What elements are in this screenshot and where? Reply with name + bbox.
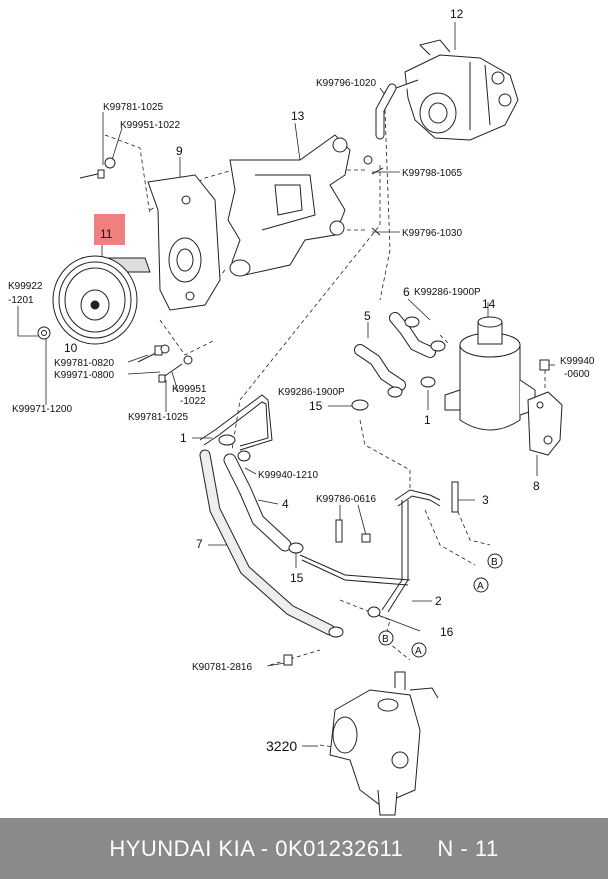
steel-pipes <box>199 394 441 613</box>
steering-gearbox <box>329 671 439 816</box>
label-k99971-1200: K99971-1200 <box>12 404 72 415</box>
label-7: 7 <box>196 537 203 551</box>
label-12: 12 <box>450 7 464 21</box>
label-9: 9 <box>176 144 183 158</box>
label-3: 3 <box>482 493 489 507</box>
label-k99798-1065: K99798-1065 <box>402 168 462 179</box>
ref-b-bottom: B <box>382 634 389 645</box>
label-k99940-1210: K99940-1210 <box>258 470 318 481</box>
label-15-top: 15 <box>309 399 323 413</box>
label-1-left: 1 <box>180 431 187 445</box>
hose-7 <box>199 449 336 636</box>
label-k99971-0800: K99971-0800 <box>54 370 114 381</box>
label-k99940: K99940 <box>560 356 595 367</box>
label-6: 6 <box>403 285 410 299</box>
label-11: 11 <box>100 227 113 241</box>
label-k99951-1022-top: K99951-1022 <box>120 120 180 131</box>
label-k99796-1030: K99796-1030 <box>402 228 462 239</box>
pump-bracket <box>227 134 351 277</box>
label-k99781-0820: K99781-0820 <box>54 358 114 369</box>
ref-a-right: A <box>477 581 484 592</box>
label-3220: 3220 <box>266 738 297 754</box>
footer-page-ref: N - 11 <box>437 835 499 861</box>
bolts-left <box>37 155 384 383</box>
label-5: 5 <box>364 309 371 323</box>
leader-lines <box>17 22 555 747</box>
hose-clamps <box>218 316 459 666</box>
label-k99951-bottom-suffix: -1022 <box>180 396 206 407</box>
label-13: 13 <box>291 109 305 123</box>
label-8: 8 <box>533 479 540 493</box>
label-4: 4 <box>282 497 289 511</box>
label-1-right: 1 <box>424 413 431 427</box>
label-16: 16 <box>440 625 454 639</box>
label-k99781-1025-top: K99781-1025 <box>103 102 163 113</box>
reservoir-tank <box>444 316 536 431</box>
dashed-guide-lines <box>104 109 546 749</box>
label-k90781-2816: K90781-2816 <box>192 662 252 673</box>
label-2: 2 <box>435 594 442 608</box>
footer-part-number: HYUNDAI KIA - 0K01232611 <box>109 835 404 861</box>
adjusting-plate <box>147 174 221 311</box>
power-steering-pump <box>379 39 519 141</box>
pulley-and-belt <box>52 255 151 345</box>
label-k99286-1900p-right: K99286-1900P <box>414 287 481 298</box>
part-11-highlight <box>94 214 125 245</box>
reservoir-bracket <box>527 359 563 456</box>
power-steering-parts-diagram: 12 13 9 11 10 14 6 5 1 15 1 4 7 15 3 2 1… <box>8 7 595 816</box>
ref-a-bottom: A <box>415 646 422 657</box>
label-k99940-suffix: -0600 <box>564 369 590 380</box>
label-k99786-0616: K99786-0616 <box>316 494 376 505</box>
footer-bar: HYUNDAI KIA - 0K01232611 N - 11 <box>0 818 608 879</box>
label-k99922: K99922 <box>8 281 43 292</box>
label-k99286-1900p-left: K99286-1900P <box>278 387 345 398</box>
label-k99781-1025-bottom: K99781-1025 <box>128 412 188 423</box>
label-10: 10 <box>64 341 78 355</box>
reference-markers <box>378 553 503 658</box>
label-14: 14 <box>482 297 496 311</box>
ref-b-right: B <box>491 557 498 568</box>
label-k99922-suffix: -1201 <box>8 295 34 306</box>
label-k99951-bottom: K99951 <box>172 384 207 395</box>
label-k99796-1020: K99796-1020 <box>316 78 376 89</box>
label-15-bottom: 15 <box>290 571 304 585</box>
